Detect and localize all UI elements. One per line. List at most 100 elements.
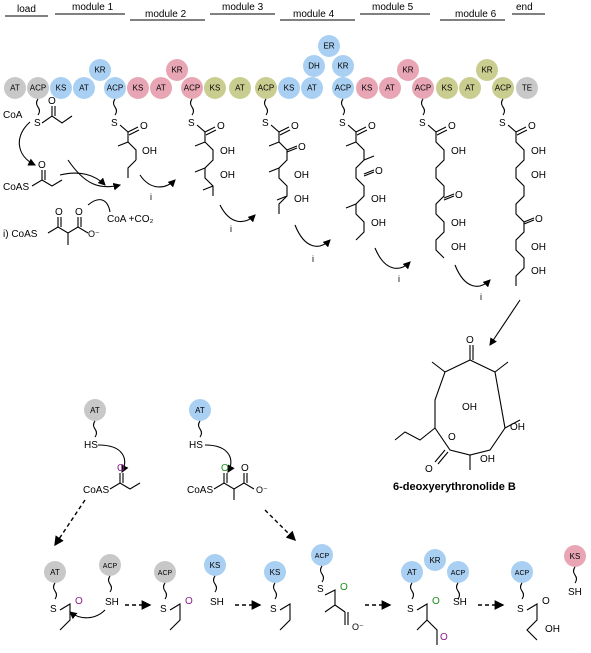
svg-text:CoAS: CoAS [83, 485, 109, 496]
svg-text:AT: AT [407, 568, 417, 577]
domain-AT-4: AT [301, 77, 323, 99]
svg-text:ACP: ACP [451, 570, 466, 577]
svg-text:AT: AT [10, 84, 20, 93]
svg-text:SH: SH [105, 597, 119, 608]
svg-text:KR: KR [94, 66, 105, 75]
svg-text:ACP: ACP [107, 84, 123, 93]
module-label-end: end [516, 2, 533, 13]
domain-KR-2: KR [166, 59, 188, 81]
svg-text:KS: KS [133, 84, 144, 93]
svg-text:S: S [50, 604, 57, 615]
svg-text:i: i [230, 224, 232, 234]
module-header: load module 1 module 2 module 3 module 4… [5, 2, 545, 21]
module-label-load: load [17, 4, 36, 15]
svg-text:O: O [140, 121, 148, 132]
svg-text:DH: DH [308, 62, 320, 71]
mechanism-bottom-row: AT S O ACP SH ACP S O KS SH KS S ACP S O [44, 544, 586, 645]
domain-ACP-2: ACP [181, 77, 203, 99]
svg-text:AT: AT [156, 84, 166, 93]
chain-module6: S O OH OH O OH OH [489, 98, 546, 346]
svg-text:O: O [291, 121, 299, 132]
svg-text:KR: KR [337, 62, 348, 71]
product-structure: O OH OH OH O O 6-deoxyerythronolide B [393, 335, 525, 493]
domain-ACP-5: ACP [412, 77, 434, 99]
svg-text:CoAS: CoAS [3, 182, 29, 193]
svg-text:KR: KR [402, 66, 413, 75]
svg-text:OH: OH [451, 242, 466, 253]
svg-text:ACP: ACP [335, 84, 351, 93]
svg-text:O: O [117, 463, 125, 474]
domain-DH-4: DH [303, 55, 325, 77]
svg-text:S: S [419, 118, 426, 129]
svg-text:O: O [375, 166, 383, 177]
svg-text:KR: KR [481, 66, 492, 75]
svg-text:O: O [241, 463, 249, 474]
svg-text:ACP: ACP [30, 84, 46, 93]
svg-text:i) CoAS: i) CoAS [3, 229, 38, 240]
svg-text:S: S [262, 118, 269, 129]
svg-text:OH: OH [531, 242, 546, 253]
svg-text:ACP: ACP [515, 570, 530, 577]
svg-text:SH: SH [453, 597, 467, 608]
domain-row: AT ACP KS AT KR ACP KS AT KR ACP KS AT A… [4, 35, 538, 99]
module-label-1: module 1 [72, 2, 114, 13]
svg-text:OH: OH [371, 218, 386, 229]
svg-text:KS: KS [210, 561, 221, 570]
svg-text:O: O [455, 190, 463, 201]
svg-text:CoA +CO₂: CoA +CO₂ [107, 214, 154, 225]
svg-text:O⁻: O⁻ [88, 229, 100, 239]
svg-text:O: O [48, 96, 56, 107]
svg-text:O: O [440, 632, 448, 643]
chain-module2: S O OH OH i [188, 98, 256, 234]
module-label-2: module 2 [145, 9, 187, 20]
domain-ACP-3: ACP [255, 77, 277, 99]
svg-text:AT: AT [195, 406, 205, 415]
domain-AT-1: AT [73, 77, 95, 99]
mechanism-loading: AT HS CoAS O [54, 399, 141, 547]
svg-text:OH: OH [531, 266, 546, 277]
chain-module5: S O OH O OH OH i [419, 98, 491, 302]
domain-AT-2: AT [150, 77, 172, 99]
domain-TE: TE [516, 77, 538, 99]
domain-KS-2: KS [127, 77, 149, 99]
svg-text:ACP: ACP [495, 84, 511, 93]
svg-text:O: O [528, 121, 536, 132]
svg-text:HS: HS [84, 440, 98, 451]
loading-chemistry: S O CoA CoAS O i) CoAS O O O⁻ CoA +CO₂ [3, 96, 154, 245]
svg-text:S: S [517, 604, 524, 615]
domain-KS-5: KS [356, 77, 378, 99]
svg-text:OH: OH [142, 146, 157, 157]
svg-text:OH: OH [531, 146, 546, 157]
svg-text:ER: ER [323, 42, 334, 51]
svg-text:O: O [542, 596, 550, 607]
svg-text:OH: OH [220, 146, 235, 157]
chain-module3: S O O OH OH i [262, 98, 331, 264]
svg-text:O: O [298, 142, 306, 153]
svg-text:OH: OH [294, 194, 309, 205]
svg-text:O: O [221, 463, 229, 474]
svg-text:CoAS: CoAS [187, 485, 213, 496]
svg-text:S: S [188, 118, 195, 129]
svg-text:ACP: ACP [315, 553, 330, 560]
product-name: 6-deoxyerythronolide B [393, 481, 516, 493]
svg-text:O: O [368, 121, 376, 132]
svg-text:KS: KS [362, 84, 373, 93]
svg-text:O: O [340, 582, 348, 593]
svg-text:S: S [317, 584, 324, 595]
domain-AT-load: AT [4, 77, 26, 99]
svg-text:i: i [312, 254, 314, 264]
svg-text:TE: TE [522, 84, 532, 93]
module-label-6: module 6 [455, 9, 497, 20]
svg-text:O: O [75, 207, 83, 218]
domain-AT-6: AT [459, 77, 481, 99]
svg-text:AT: AT [235, 84, 245, 93]
svg-text:S: S [270, 604, 277, 615]
svg-text:O: O [185, 596, 193, 607]
svg-text:HS: HS [189, 440, 203, 451]
svg-text:O: O [75, 596, 83, 607]
svg-text:O: O [425, 464, 433, 475]
svg-text:O: O [466, 335, 474, 346]
svg-text:S: S [407, 604, 414, 615]
svg-text:KS: KS [570, 552, 581, 561]
svg-text:OH: OH [220, 170, 235, 181]
